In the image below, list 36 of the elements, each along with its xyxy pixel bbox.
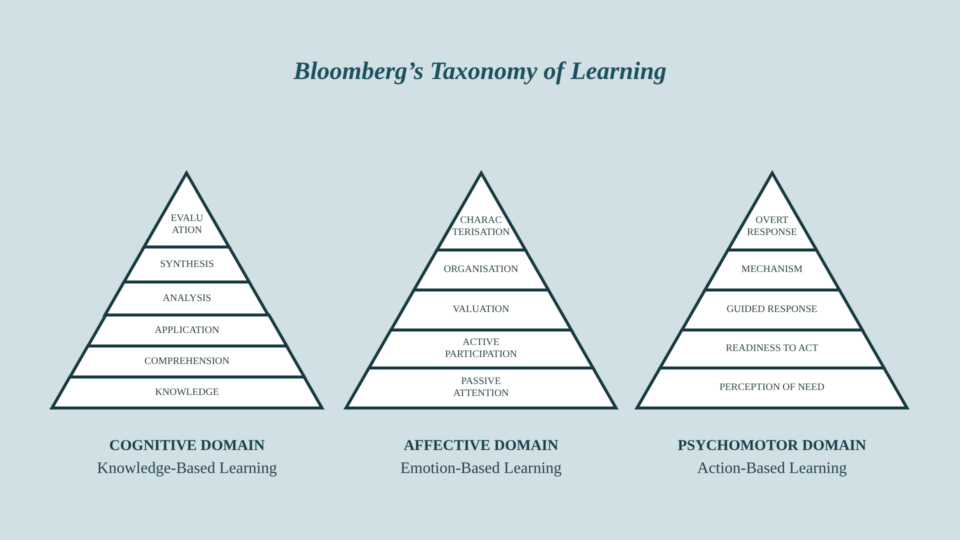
level-label: ANALYSIS (162, 292, 212, 304)
pyramid-level (52, 377, 322, 408)
level-label: EVALU ATION (170, 212, 204, 237)
level-label: SYNTHESIS (159, 258, 215, 270)
level-label: OVERT RESPONSE (746, 214, 798, 239)
pyramid-level (346, 368, 616, 408)
level-label: COMPREHENSION (143, 356, 230, 368)
domain-heading: AFFECTIVE DOMAIN (402, 438, 560, 455)
level-label: PASSIVE ATTENTION (452, 376, 510, 400)
pyramid-level (682, 290, 862, 330)
level-label: PERCEPTION OF NEED (718, 382, 826, 394)
domain-subtitle: Action-Based Learning (696, 460, 848, 478)
level-label: MECHANISM (740, 264, 804, 276)
domain-heading: PSYCHOMOTOR DOMAIN (676, 438, 868, 455)
pyramid-level (637, 368, 907, 408)
level-label: KNOWLEDGE (154, 386, 220, 398)
pyramid-level (704, 250, 840, 290)
domain-heading: COGNITIVE DOMAIN (108, 438, 266, 455)
pyramid-level (105, 282, 269, 315)
level-label: ACTIVE PARTICIPATION (444, 337, 518, 361)
pyramid-level (390, 290, 572, 330)
pyramid-level (414, 250, 548, 290)
level-label: CHARAC TERISATION (451, 214, 511, 239)
level-label: ORGANISATION (442, 264, 520, 276)
pyramid-level (88, 315, 286, 346)
level-label: READINESS TO ACT (724, 343, 820, 355)
level-label: APPLICATION (154, 324, 220, 336)
level-label: GUIDED RESPONSE (726, 304, 818, 316)
domain-subtitle: Knowledge-Based Learning (96, 460, 278, 478)
pyramid-level (660, 330, 884, 368)
level-label: VALUATION (452, 304, 510, 316)
pyramid-level (70, 346, 304, 377)
pyramid-level (368, 330, 593, 368)
title: Bloomberg’s Taxonomy of Learning (292, 58, 668, 86)
domain-subtitle: Emotion-Based Learning (399, 460, 563, 478)
pyramid-level (124, 247, 250, 282)
